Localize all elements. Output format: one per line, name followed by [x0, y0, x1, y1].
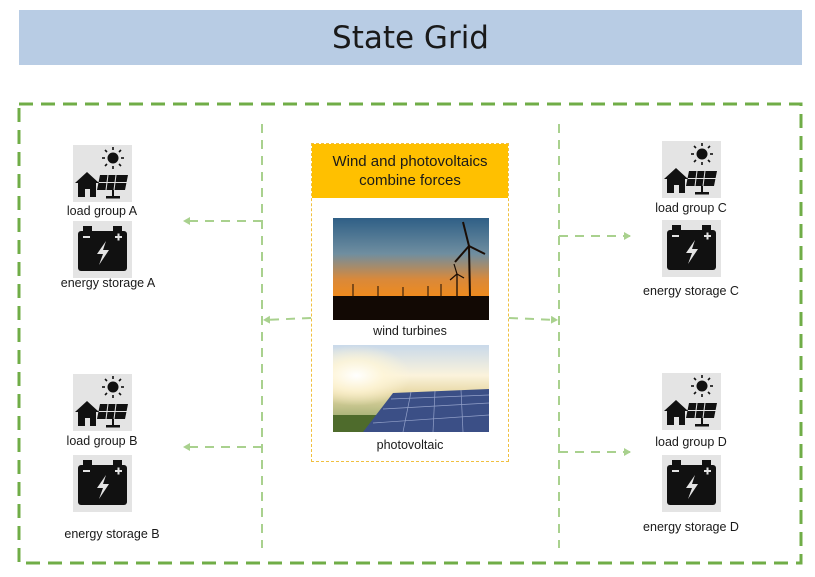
battery-icon: [662, 220, 721, 277]
house-solar-icon: [662, 373, 721, 430]
battery-icon: [73, 221, 132, 278]
energy-storage-d-label: energy storage D: [643, 520, 739, 534]
wind-turbines-image: [333, 218, 489, 320]
load-group-b-label: load group B: [66, 434, 138, 448]
battery-icon: [662, 455, 721, 512]
house-solar-icon: [662, 141, 721, 198]
house-solar-icon: [73, 374, 132, 431]
battery-icon: [73, 455, 132, 512]
house-solar-icon: [73, 145, 132, 202]
page-title: State Grid: [19, 10, 802, 65]
generation-header: Wind and photovoltaics combine forces: [312, 144, 508, 198]
arrow-to-right-divider: [508, 315, 558, 324]
photovoltaic-label: photovoltaic: [376, 438, 444, 452]
load-group-d-label: load group D: [655, 435, 727, 449]
energy-storage-a-label: energy storage A: [60, 276, 156, 290]
generation-box: Wind and photovoltaics combine forces: [311, 143, 509, 462]
load-group-a-label: load group A: [66, 204, 138, 218]
wind-turbines-label: wind turbines: [373, 324, 447, 338]
energy-storage-c-label: energy storage C: [643, 284, 739, 298]
arrow-to-left-divider: [263, 315, 312, 324]
energy-storage-b-label: energy storage B: [64, 527, 160, 541]
outer-dashed-border: [17, 102, 803, 565]
load-group-c-label: load group C: [655, 201, 727, 215]
photovoltaic-image: [333, 345, 489, 432]
